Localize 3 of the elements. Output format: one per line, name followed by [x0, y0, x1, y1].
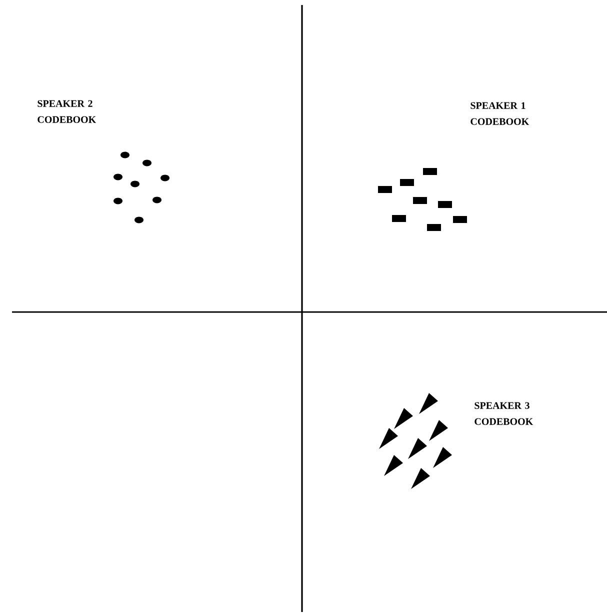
codebook-label: SPEAKER 2 CODEBOOK	[38, 100, 96, 123]
codebook-label: SPEAKER 3 CODEBOOK	[474, 402, 534, 425]
codebook-label: SPEAKER 1 CODEBOOK	[470, 102, 530, 125]
